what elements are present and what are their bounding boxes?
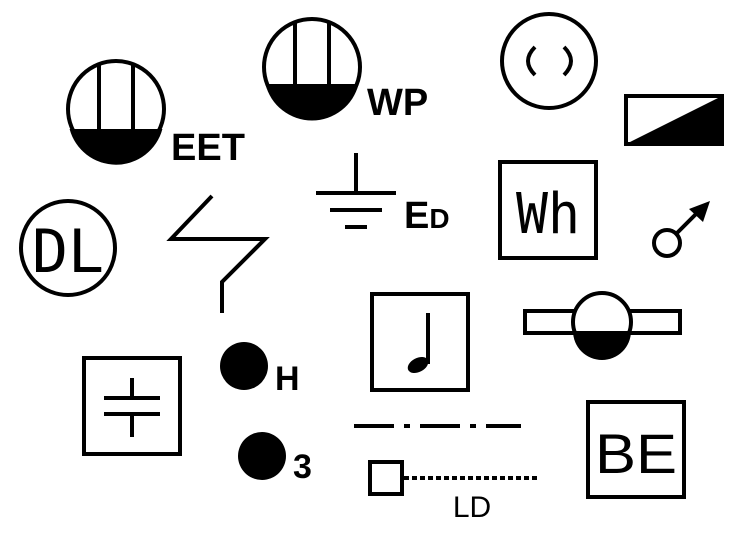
dot-h-dot (220, 342, 268, 390)
dot-3-label: 3 (293, 448, 312, 486)
ld-square (368, 460, 404, 496)
arrow-head-icon (689, 201, 710, 222)
dot-h-symbol: H (220, 342, 300, 398)
ld-label: LD (453, 491, 491, 524)
capacitor-box-symbol (82, 356, 182, 456)
ground-ed-symbol: ED (316, 153, 450, 237)
watt-hour-meter-symbol: Wh (498, 160, 598, 260)
right-paren-mark (562, 45, 573, 77)
be-box (586, 400, 686, 499)
outlet-eet-label: EET (171, 127, 245, 169)
circle-arrow-symbol (652, 201, 710, 258)
watt-hour-meter-label: Wh (516, 182, 580, 247)
zigzag-wiring-symbol (166, 194, 270, 313)
outlet-eet-fill (69, 129, 163, 165)
ground-label: ED (404, 195, 450, 237)
ground-label-main: E (404, 195, 429, 237)
music-note-box-symbol (370, 292, 470, 392)
dl-circle-symbol: DL (19, 199, 117, 297)
outlet-eet-symbol: EET (66, 59, 245, 169)
capacitor-box (82, 356, 182, 456)
circle-parentheses-symbol (500, 12, 598, 110)
outlet-wp-label: WP (367, 82, 428, 124)
half-filled-rectangle-fill (626, 96, 722, 144)
outlet-wp-symbol: WP (262, 17, 428, 124)
ld-line-symbol: LD (368, 460, 540, 524)
dot-3-dot (238, 432, 286, 480)
dl-label: DL (32, 217, 104, 287)
circle-parentheses-outline (500, 12, 598, 110)
be-box-symbol: BE (586, 400, 686, 499)
ground-label-sub: D (429, 203, 449, 234)
be-label: BE (595, 422, 677, 485)
bar-circle-symbol (523, 291, 682, 360)
circle-arrow-circle (652, 228, 682, 258)
dl-circle-outline (19, 199, 117, 297)
half-filled-rectangle-symbol (624, 94, 724, 146)
watt-hour-meter-box (498, 160, 598, 260)
dot-h-label: H (275, 360, 300, 398)
dot-3-symbol: 3 (238, 432, 312, 486)
bar-circle-fill (573, 331, 631, 360)
left-paren-mark (526, 45, 537, 77)
music-note-box (370, 292, 470, 392)
note-head-icon (407, 356, 429, 374)
outlet-wp-fill (265, 84, 359, 121)
